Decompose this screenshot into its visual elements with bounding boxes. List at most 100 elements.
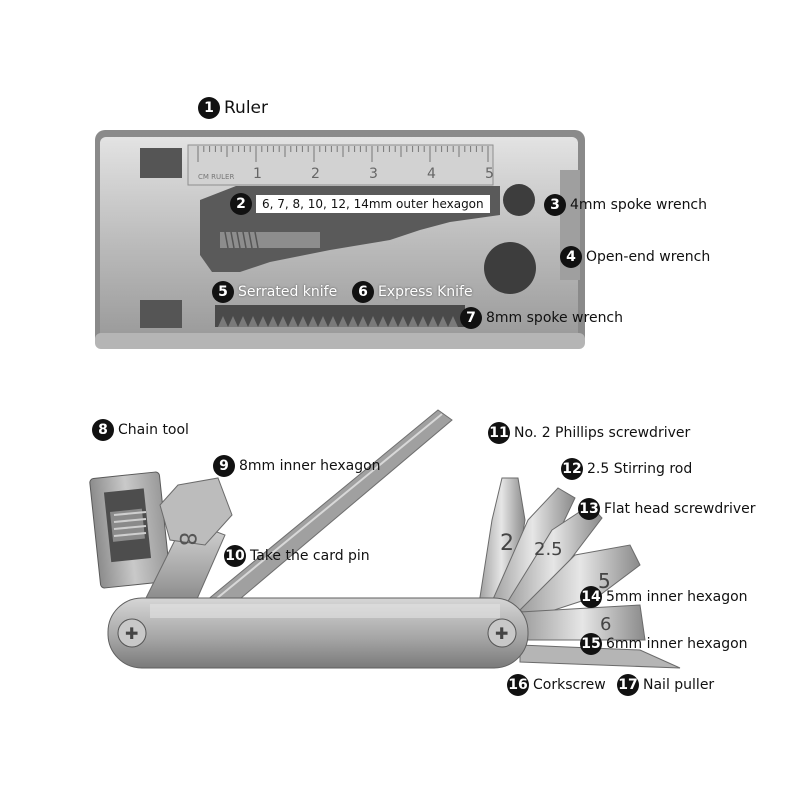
- callout-number: 4: [560, 246, 582, 268]
- serration-tooth: [358, 316, 368, 327]
- serration-tooth: [428, 316, 438, 327]
- serration-tooth: [408, 316, 418, 327]
- callout-label: 6, 7, 8, 10, 12, 14mm outer hexagon: [256, 195, 490, 213]
- callout-label: 2.5 Stirring rod: [587, 461, 693, 477]
- serration-tooth: [368, 316, 378, 327]
- handle-screw-right: [487, 618, 517, 648]
- callout-number: 13: [578, 498, 600, 520]
- callout-label: 4mm spoke wrench: [570, 197, 708, 213]
- ruler-number: 1: [253, 166, 262, 182]
- callout-serrated-knife: 5 Serrated knife: [212, 281, 337, 303]
- callout-5mm-inner-hexagon: 14 5mm inner hexagon: [580, 586, 748, 608]
- ruler-number: 2: [311, 166, 320, 182]
- bolt-shaft: [220, 232, 320, 248]
- svg-text:✚: ✚: [495, 624, 508, 643]
- callout-number: 9: [213, 455, 235, 477]
- bit-2-digit: 2: [500, 531, 514, 556]
- serration-tooth: [338, 316, 348, 327]
- callout-label: Flat head screwdriver: [604, 501, 756, 517]
- top-tool-bottom-bar: [95, 333, 585, 349]
- ruler-numbers: 1 2 3 4 5: [253, 166, 494, 182]
- serration-tooth: [268, 316, 278, 327]
- serration-tooth: [258, 316, 268, 327]
- serration-teeth: [218, 316, 458, 327]
- callout-label: Ruler: [224, 98, 268, 118]
- callout-corkscrew: 16 Corkscrew: [507, 674, 606, 696]
- callout-label: Corkscrew: [533, 677, 606, 693]
- bit-6-digit: 6: [600, 614, 611, 635]
- callout-label: 8mm inner hexagon: [239, 458, 381, 474]
- callout-label: 6mm inner hexagon: [606, 636, 748, 652]
- serration-tooth: [348, 316, 358, 327]
- serration-tooth: [278, 316, 288, 327]
- callout-number: 15: [580, 633, 602, 655]
- bit-5-digit: 5: [598, 569, 611, 593]
- spoke-wrench-hole-4mm: [503, 184, 535, 216]
- callout-outer-hexagon: 2 6, 7, 8, 10, 12, 14mm outer hexagon: [230, 193, 490, 215]
- callout-card-pin: 10 Take the card pin: [224, 545, 370, 567]
- callout-label: 5mm inner hexagon: [606, 589, 748, 605]
- callout-phillips-screwdriver: 11 No. 2 Phillips screwdriver: [488, 422, 690, 444]
- callout-label: Take the card pin: [250, 548, 370, 564]
- bottom-tool-unfolded: 8 2 2.5 5 6 ✚ ✚: [89, 409, 681, 669]
- callout-label: Chain tool: [118, 422, 189, 438]
- bit-25-digit: 2.5: [534, 539, 563, 560]
- serration-tooth: [218, 316, 228, 327]
- svg-text:✚: ✚: [125, 624, 138, 643]
- serration-tooth: [438, 316, 448, 327]
- serration-tooth: [398, 316, 408, 327]
- top-slot-lower: [140, 300, 182, 328]
- top-slot-upper: [140, 148, 182, 178]
- callout-number: 17: [617, 674, 639, 696]
- serration-tooth: [448, 316, 458, 327]
- callout-4mm-spoke-wrench: 3 4mm spoke wrench: [544, 194, 707, 216]
- callout-number: 14: [580, 586, 602, 608]
- hex-8mm-digit: 8: [174, 532, 199, 546]
- bolt-thread: [224, 231, 259, 249]
- callout-chain-tool: 8 Chain tool: [92, 419, 189, 441]
- bit-fan: 2 2.5 5 6: [477, 477, 681, 669]
- callout-number: 10: [224, 545, 246, 567]
- callout-nail-puller: 17 Nail puller: [617, 674, 714, 696]
- callout-label: Express Knife: [378, 284, 473, 300]
- callout-number: 5: [212, 281, 234, 303]
- callout-number: 2: [230, 193, 252, 215]
- callout-express-knife: 6 Express Knife: [352, 281, 473, 303]
- serration-tooth: [418, 316, 428, 327]
- serration-tooth: [378, 316, 388, 327]
- ruler-number: 4: [427, 166, 436, 182]
- ruler-brand: CM RULER: [198, 173, 234, 181]
- serration-tooth: [388, 316, 398, 327]
- callout-8mm-inner-hexagon: 9 8mm inner hexagon: [213, 455, 381, 477]
- callout-label: Nail puller: [643, 677, 715, 693]
- callout-label: 8mm spoke wrench: [486, 310, 624, 326]
- callout-number: 6: [352, 281, 374, 303]
- serration-tooth: [328, 316, 338, 327]
- open-end-wrench-hole: [484, 242, 536, 294]
- callout-label: No. 2 Phillips screwdriver: [514, 425, 691, 441]
- callout-number: 1: [198, 97, 220, 119]
- callout-8mm-spoke-wrench: 7 8mm spoke wrench: [460, 307, 623, 329]
- callout-number: 12: [561, 458, 583, 480]
- callout-number: 8: [92, 419, 114, 441]
- chain-tool: [89, 471, 171, 589]
- callout-6mm-inner-hexagon: 15 6mm inner hexagon: [580, 633, 748, 655]
- callout-label: Serrated knife: [238, 284, 338, 300]
- card-pin: [194, 409, 453, 621]
- serration-tooth: [298, 316, 308, 327]
- serration-tooth: [238, 316, 248, 327]
- serration-tooth: [308, 316, 318, 327]
- ruler-number: 5: [485, 166, 494, 182]
- callout-number: 7: [460, 307, 482, 329]
- callout-flat-head-screwdriver: 13 Flat head screwdriver: [578, 498, 756, 520]
- callout-stirring-rod: 12 2.5 Stirring rod: [561, 458, 692, 480]
- serration-tooth: [228, 316, 238, 327]
- ruler-ticks: [197, 146, 489, 162]
- callout-label: Open-end wrench: [586, 249, 711, 265]
- handle-screw-left: [117, 618, 147, 648]
- callout-number: 11: [488, 422, 510, 444]
- callout-number: 16: [507, 674, 529, 696]
- ruler-number: 3: [369, 166, 378, 182]
- callout-ruler: 1 Ruler: [198, 97, 268, 119]
